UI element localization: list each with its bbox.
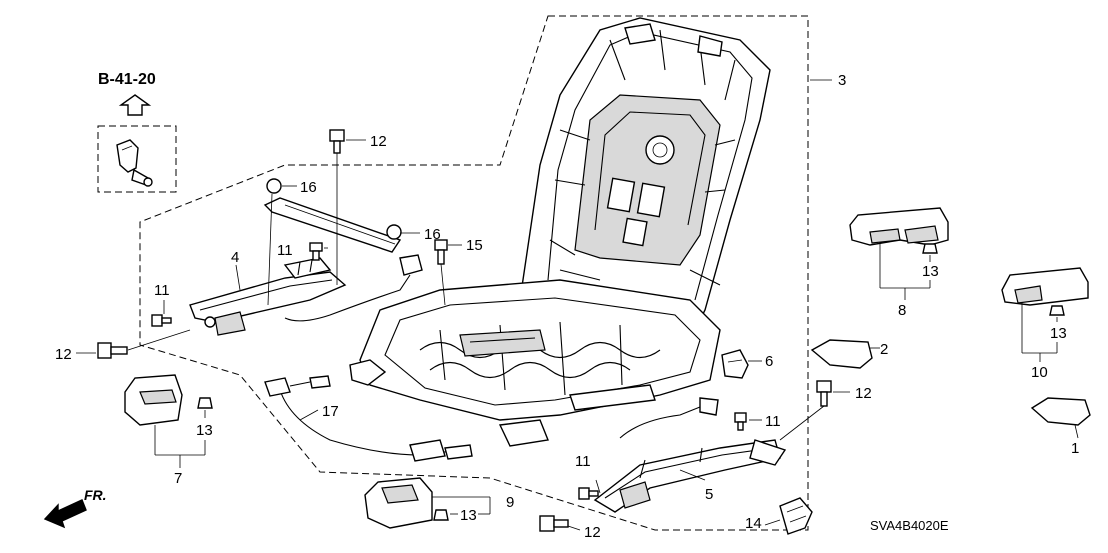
callout-16-b: 16 (424, 226, 441, 243)
cover-9 (364, 477, 433, 529)
bolt-12-left (97, 342, 128, 359)
cover-10 (1001, 267, 1089, 306)
callout-5: 5 (705, 486, 713, 503)
clip-13-a (197, 397, 213, 409)
adjuster-left (189, 257, 347, 336)
callout-12-a: 12 (370, 133, 387, 150)
reference-label[interactable]: B-41-20 (98, 71, 156, 88)
callout-13-b: 13 (922, 263, 939, 280)
callout-3: 3 (838, 72, 846, 89)
callout-1: 1 (1071, 440, 1079, 457)
callout-7: 7 (174, 470, 182, 487)
callout-12-c: 12 (855, 385, 872, 402)
clip-13-c (1049, 305, 1065, 316)
wire-harness-right (619, 404, 706, 439)
callout-12-b: 12 (55, 346, 72, 363)
clip-13-d (433, 509, 449, 521)
callout-11-a: 11 (277, 242, 293, 259)
leader-lines (76, 79, 1079, 531)
callout-14: 14 (745, 515, 762, 532)
seat-back-frame (519, 17, 771, 341)
screw-11-b (151, 314, 172, 327)
callout-4: 4 (231, 249, 239, 266)
callout-11-b: 11 (154, 282, 170, 299)
front-label: FR. (84, 487, 107, 503)
screw-11-c (734, 412, 747, 431)
clip-13-b (922, 243, 938, 254)
callout-13-c: 13 (1050, 325, 1067, 342)
diagram-code: SVA4B4020E (870, 518, 949, 533)
bolt-12-bottom (539, 515, 569, 532)
callout-11-c: 11 (765, 413, 781, 430)
nut-16-top (266, 178, 282, 194)
callout-13-d: 13 (460, 507, 477, 524)
bolt-12-top (329, 129, 345, 154)
adjuster-right (593, 439, 787, 513)
callout-15: 15 (466, 237, 483, 254)
callout-6: 6 (765, 353, 773, 370)
clip-14 (779, 497, 813, 535)
sensor-part (116, 139, 153, 187)
callout-12-d: 12 (584, 524, 601, 541)
front-arrow-icon (43, 499, 87, 529)
wire-harness-17 (264, 375, 473, 462)
callout-9: 9 (506, 494, 514, 511)
callout-16-a: 16 (300, 179, 317, 196)
bolt-12-right (816, 380, 832, 407)
nut-16-right (386, 224, 402, 240)
assembly-dashed-outline (139, 15, 809, 531)
callout-17: 17 (322, 403, 339, 420)
wire-harness-upper (284, 274, 411, 322)
callout-13-a: 13 (196, 422, 213, 439)
front-direction: FR. (43, 487, 107, 529)
bolt-15 (434, 239, 448, 265)
callout-8: 8 (898, 302, 906, 319)
screw-11-d (578, 487, 599, 500)
reference-dashed-box (97, 125, 177, 193)
callout-11-d: 11 (575, 453, 591, 470)
callout-10: 10 (1031, 364, 1048, 381)
callout-2: 2 (880, 341, 888, 358)
up-arrow-icon (118, 94, 152, 116)
bracket-bar (263, 197, 402, 253)
screw-11-a (309, 242, 323, 261)
reference-group: B-41-20 (97, 71, 177, 193)
cover-1 (1030, 397, 1091, 426)
callout-labels: 1 2 3 4 5 6 7 8 9 10 11 11 11 11 12 12 1… (55, 72, 1079, 541)
cover-8 (849, 207, 949, 246)
seat-cushion-frame (349, 279, 721, 447)
cover-2 (810, 339, 873, 369)
connector-6 (721, 349, 749, 379)
